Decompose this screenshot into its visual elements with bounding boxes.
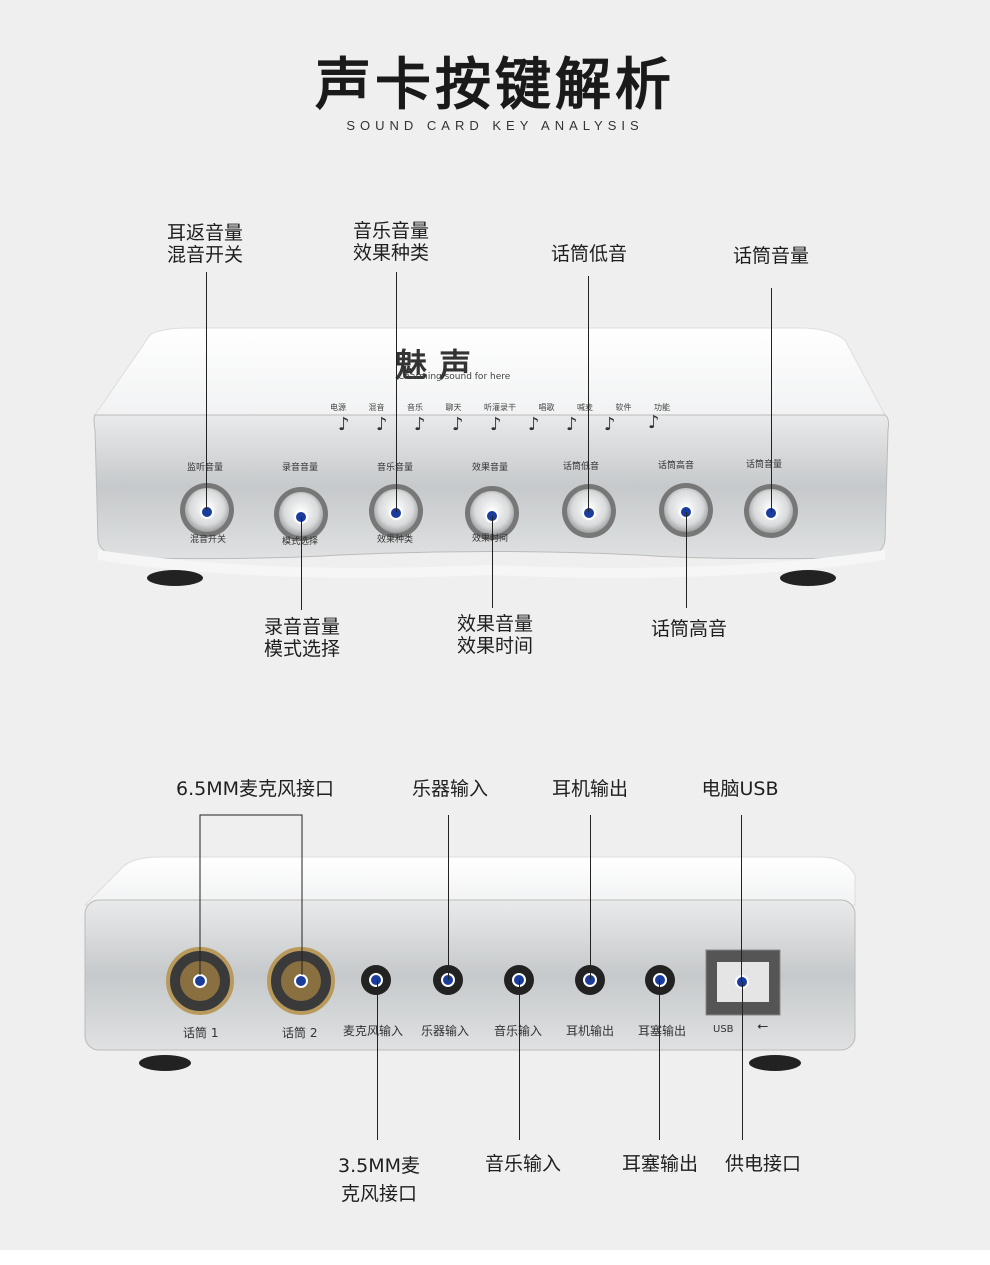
svg-text:♪: ♪ xyxy=(528,414,540,435)
callout-3-5mm-mic-jack: 3.5MM麦 克风接口 xyxy=(337,1155,420,1205)
leader-line xyxy=(686,512,687,608)
callout-power-port: 供电接口 xyxy=(724,1153,801,1175)
knob-top-label: 话筒低音 xyxy=(563,462,600,472)
leader-line xyxy=(742,982,743,1140)
leader-line xyxy=(590,815,591,980)
knob-bottom-label: 效果种类 xyxy=(377,535,414,545)
callout-mic-treble: 话筒高音 xyxy=(650,618,727,640)
callout-mic-volume: 话筒音量 xyxy=(732,245,809,267)
port-label: 耳机输出 xyxy=(566,1024,615,1038)
leader-line xyxy=(377,980,378,1140)
callout-mic-bass: 话筒低音 xyxy=(550,243,627,265)
page-subtitle: SOUND CARD KEY ANALYSIS xyxy=(346,118,644,133)
front-device-illustration: ♪ ♪ ♪ ♪ ♪ ♪ ♪ ♪ ♪ xyxy=(93,327,890,586)
callout-ear-return-volume: 耳返音量 混音开关 xyxy=(166,222,243,266)
callout-instrument-input: 乐器输入 xyxy=(411,778,488,800)
callout-earphone-output: 耳塞输出 xyxy=(621,1153,698,1175)
callout-music-input: 音乐输入 xyxy=(484,1153,561,1175)
leader-line xyxy=(741,815,742,982)
leader-line xyxy=(301,517,302,610)
knob-bottom-label: 模式选择 xyxy=(282,537,319,547)
callout-effect-volume: 效果音量 效果时间 xyxy=(456,613,533,657)
leader-line xyxy=(396,272,397,512)
callout-pc-usb: 电脑USB xyxy=(701,778,779,800)
usb-icon: ⭠ xyxy=(757,1018,769,1034)
port-label: 音乐输入 xyxy=(494,1024,543,1038)
leader-line xyxy=(448,815,449,980)
brand-tagline: Charming sound for here xyxy=(398,372,511,382)
port-label: 耳塞输出 xyxy=(638,1024,687,1038)
knob-bottom-label: 效果时间 xyxy=(472,534,509,544)
knob-top-label: 监听音量 xyxy=(187,463,224,473)
indicator-label: 混音 xyxy=(368,403,385,412)
knob-top-label: 话筒高音 xyxy=(658,461,695,471)
leader-line xyxy=(659,980,660,1140)
knob-top-label: 音乐音量 xyxy=(377,463,414,473)
bottom-divider xyxy=(0,1250,990,1265)
indicator-label: 唱歌 xyxy=(538,403,555,412)
port-label: 麦克风输入 xyxy=(343,1024,404,1038)
indicator-label: 音乐 xyxy=(407,403,423,412)
indicator-label: 听灌录干 xyxy=(484,403,516,412)
port-label: 话筒 2 xyxy=(282,1026,318,1040)
leader-line xyxy=(588,276,589,512)
page-title: 声卡按键解析 xyxy=(315,53,675,118)
callout-music-volume: 音乐音量 效果种类 xyxy=(352,220,429,264)
svg-text:♪: ♪ xyxy=(376,414,388,435)
indicator-label: 软件 xyxy=(615,403,632,412)
leader-line xyxy=(519,980,520,1140)
callout-headphone-output: 耳机输出 xyxy=(551,778,628,800)
brand-logo: 魅声 xyxy=(395,346,484,384)
svg-text:♪: ♪ xyxy=(566,414,578,435)
indicator-label: 电源 xyxy=(330,403,346,412)
port-label: 话筒 1 xyxy=(183,1026,219,1040)
indicator-label: 喊麦 xyxy=(577,403,593,412)
leader-line xyxy=(771,288,772,512)
indicator-label: 功能 xyxy=(654,403,670,412)
svg-text:♪: ♪ xyxy=(604,414,616,435)
knob-top-label: 录音音量 xyxy=(282,463,319,473)
port-label: USB xyxy=(713,1024,734,1035)
indicator-label: 聊天 xyxy=(445,403,462,412)
svg-text:♪: ♪ xyxy=(414,414,426,435)
leader-line xyxy=(206,272,207,510)
knob-bottom-label: 混音开关 xyxy=(190,535,227,545)
svg-text:♪: ♪ xyxy=(452,414,464,435)
callout-record-volume: 录音音量 模式选择 xyxy=(263,616,340,660)
svg-text:♪: ♪ xyxy=(648,412,660,433)
knob-top-label: 效果音量 xyxy=(472,463,509,473)
knob-top-label: 话筒音量 xyxy=(746,460,783,470)
svg-text:♪: ♪ xyxy=(490,414,502,435)
indicator-label-row: 电源 混音 音乐 聊天 听灌录干 唱歌 喊麦 软件 功能 xyxy=(330,402,670,413)
port-label: 乐器输入 xyxy=(421,1024,470,1038)
svg-text:♪: ♪ xyxy=(338,414,350,435)
callout-6-5mm-mic-jack: 6.5MM麦克风接口 xyxy=(175,778,334,800)
leader-line xyxy=(492,516,493,608)
